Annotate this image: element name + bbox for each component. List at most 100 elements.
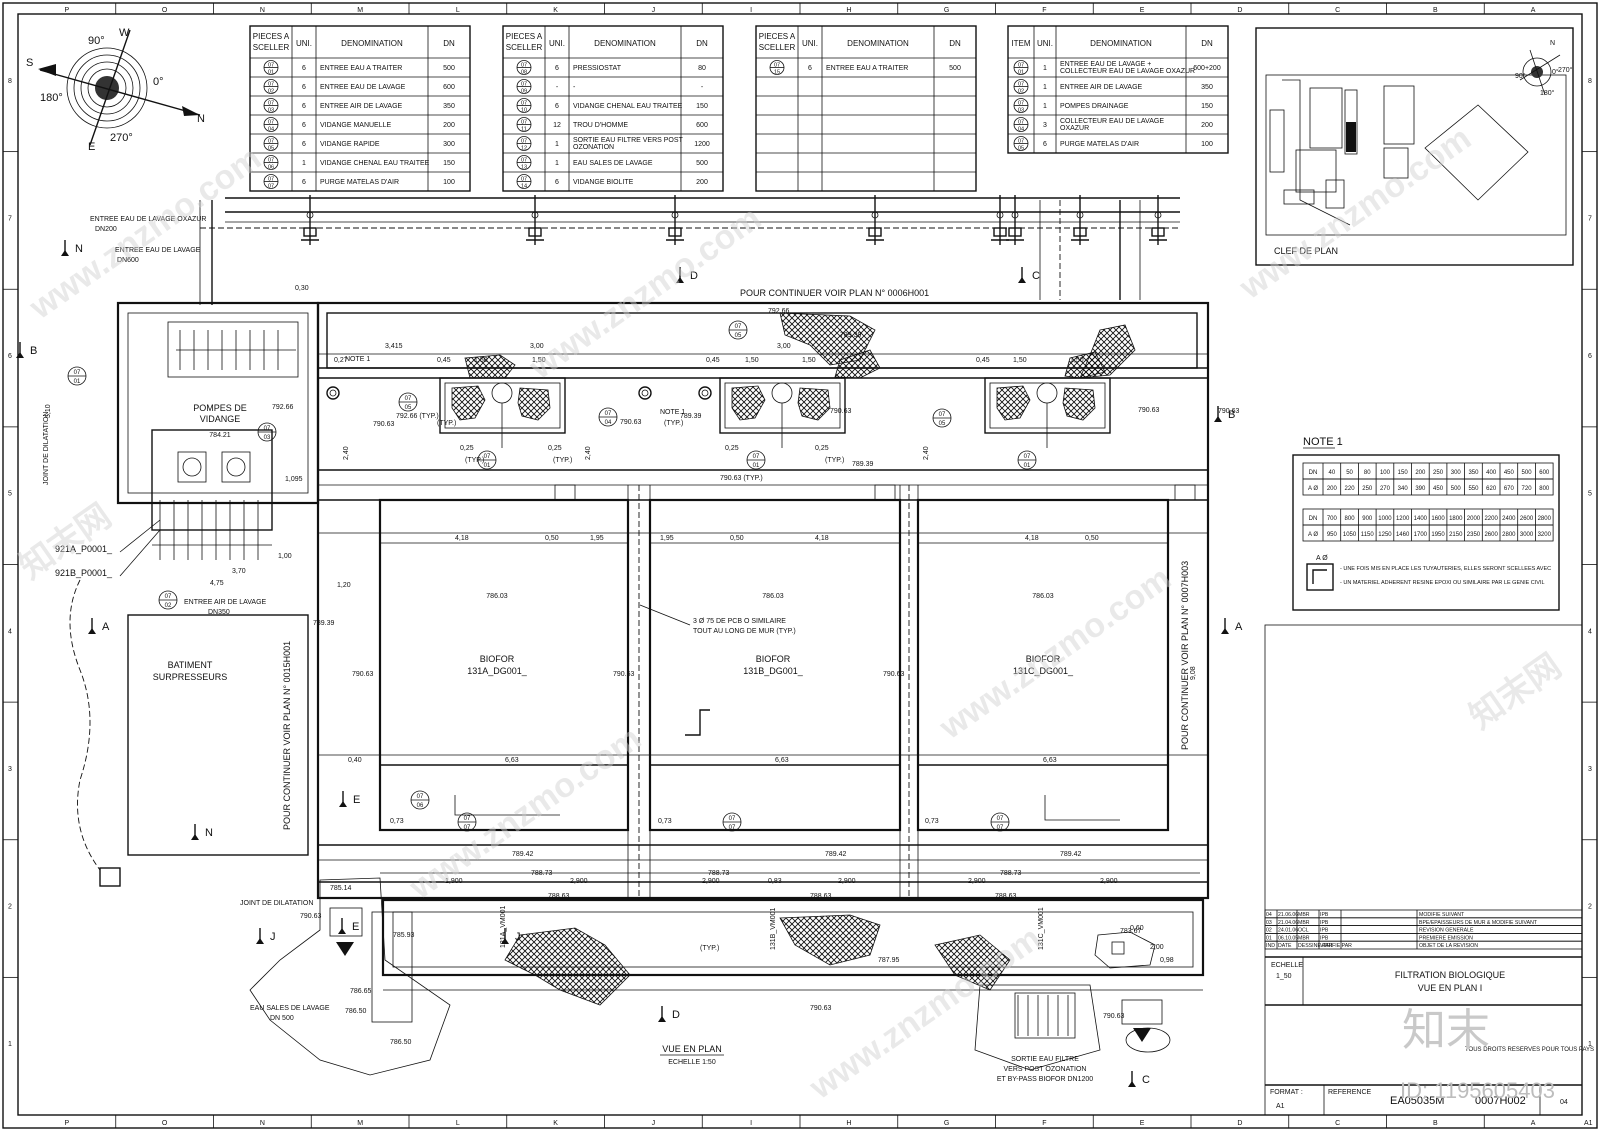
- level-l78863c: 788.63: [995, 893, 1017, 900]
- level-l78942b: 789.42: [825, 851, 847, 858]
- table-0-header-2: DENOMINATION: [341, 39, 403, 48]
- table-1-header-3: DN: [696, 39, 708, 48]
- table-1-row-2-tag-b: 10: [521, 108, 527, 114]
- table-1-header-2: DENOMINATION: [594, 39, 656, 48]
- note1-row-1-val-3: 270: [1380, 486, 1391, 492]
- key-plan-title: CLEF DE PLAN: [1274, 246, 1338, 256]
- tag-bubble-8-b: 01: [1024, 463, 1031, 469]
- key-compass-0: 0°: [1552, 68, 1559, 76]
- table-1-row-1-tag-a: 07: [521, 82, 527, 88]
- level-l78650b: 786.50: [390, 1039, 412, 1046]
- table-3-row-3-col-3: 200: [1201, 122, 1213, 129]
- tag-bubble-12-a: 07: [997, 816, 1004, 822]
- grid-col-bottom-N: N: [260, 1120, 265, 1127]
- table-1-header-0-a: PIECES A: [506, 32, 543, 41]
- dim-d098: 0,98: [1160, 957, 1174, 964]
- tag-bubble-11-a: 07: [729, 816, 736, 822]
- batiment-label-1: BATIMENT: [168, 660, 213, 670]
- table-3-row-1-col-1: 1: [1043, 84, 1047, 91]
- tag-bubble-10-a: 07: [464, 816, 471, 822]
- note1-row-2-val-4: 1200: [1396, 516, 1410, 522]
- pompes-label-1: POMPES DE: [193, 403, 247, 413]
- table-0-row-6-tag-b: 07: [268, 184, 274, 190]
- note1-row-2-val-0: 700: [1327, 516, 1338, 522]
- dim-d195b: 1,95: [660, 535, 674, 542]
- table-0-row-5-col-3: 150: [443, 160, 455, 167]
- dim-d2900e: 2,900: [1100, 878, 1118, 885]
- section-mark-a-0: A: [102, 621, 110, 633]
- compass-180: 180°: [40, 92, 63, 104]
- table-3-header-0: ITEM: [1011, 39, 1030, 48]
- revision-row-0-col-2: MBR: [1298, 912, 1310, 918]
- dim-d050a: 0,50: [545, 535, 559, 542]
- table-0-row-2-denom: ENTREE AIR DE LAVAGE: [320, 103, 403, 110]
- concrete-hatch-top-4: [834, 349, 881, 379]
- table-0-row-3-denom: VIDANGE MANUELLE: [320, 122, 392, 129]
- format-label: FORMAT :: [1270, 1089, 1303, 1096]
- level-l78939b: 789.39: [313, 620, 335, 627]
- plan-number: 0007H002: [1475, 1095, 1526, 1107]
- revision-row-0-col-1: 21.06.06: [1278, 912, 1298, 918]
- table-1-row-4-tag-b: 12: [521, 146, 527, 152]
- table-0-header-3: DN: [443, 39, 455, 48]
- note1-row-2-val-6: 1600: [1431, 516, 1445, 522]
- table-1-row-2-denom: VIDANGE CHENAL EAU TRAITEE: [573, 103, 683, 110]
- grid-col-top-L: L: [456, 7, 460, 14]
- item-tag-bubbles: 0705070107030705070407050701070107010706…: [67, 320, 1037, 952]
- key-compass-n: N: [1550, 40, 1555, 47]
- dim-d200: 2,00: [1150, 944, 1164, 951]
- revision-row-2-col-3: IPB: [1320, 928, 1329, 934]
- main-plan: POMPES DE VIDANGE 784.21 BATIMENT SURPRE…: [16, 195, 1243, 1087]
- level-l79063k: 790.63: [830, 408, 852, 415]
- grid-row-left-4: 4: [8, 628, 12, 635]
- level-l79063d: 790.63 (TYP.): [720, 475, 763, 482]
- drawing-title-1: FILTRATION BIOLOGIQUE: [1395, 970, 1505, 980]
- table-3-row-3-col-1: 3: [1043, 122, 1047, 129]
- compass-w: W: [119, 27, 130, 39]
- note1-row-1-val-2: 250: [1362, 486, 1373, 492]
- table-3-row-0-denom: ENTREE EAU DE LAVAGE +: [1060, 61, 1151, 68]
- table-0-row-5-tag-a: 07: [268, 158, 274, 164]
- section-mark-d-6: D: [690, 270, 698, 282]
- grid-row-right-3: 3: [1588, 766, 1592, 773]
- key-compass-90: 90°: [1515, 72, 1526, 80]
- note1-row-3-val-11: 3000: [1520, 532, 1534, 538]
- grid-col-top-J: J: [652, 7, 656, 14]
- revision-row-1-col-0: 03: [1266, 920, 1272, 926]
- table-0-row-5-tag-b: 06: [268, 165, 274, 171]
- concrete-hatch-bottom-1: [504, 927, 631, 1006]
- dim-d150f: 1,50: [1070, 357, 1084, 364]
- pcb-note-2: TOUT AU LONG DE MUR (TYP.): [693, 628, 796, 635]
- revision-row-4-col-2: DESSINE PAR: [1298, 943, 1333, 949]
- tag-bubble-3-b: 05: [405, 405, 412, 411]
- level-l78939a: 789.39: [840, 332, 862, 339]
- dim-d025a: 0,25: [460, 445, 474, 452]
- tag-bubble-2-a: 07: [264, 426, 271, 432]
- level-l78795: 787.95: [878, 957, 900, 964]
- grid-col-top-G: G: [944, 7, 949, 14]
- table-3-row-2-denom: POMPES DRAINAGE: [1060, 103, 1129, 110]
- note-1-ref: NOTE 1: [345, 356, 370, 363]
- table-0-row-3-col-3: 200: [443, 122, 455, 129]
- note-1-ref-2: NOTE 1: [660, 409, 685, 416]
- revision-row-2-col-1: 24.01.06: [1278, 928, 1298, 934]
- grid-row-right-6: 6: [1588, 353, 1592, 360]
- tag-bubble-13-b: 02: [165, 603, 172, 609]
- dim-d050c: 0,50: [1085, 535, 1099, 542]
- compass-rose: 90° W S 0° N 180° E 270°: [26, 27, 205, 153]
- watermark-brand-2: 知末网: [1463, 647, 1568, 737]
- table-1-row-2-col-1: 6: [555, 103, 559, 110]
- entree-oxazur-dn: DN200: [95, 226, 117, 233]
- table-1-row-0-tag-a: 07: [521, 63, 527, 69]
- compass-90: 90°: [88, 35, 105, 47]
- note1-row-0-label: DN: [1309, 470, 1318, 476]
- table-1-row-5-denom: EAU SALES DE LAVAGE: [573, 160, 653, 167]
- revision-row-4-col-4: OBJET DE LA REVISION: [1419, 943, 1478, 949]
- table-0-row-4-tag-a: 07: [268, 139, 274, 145]
- table-1-row-6-tag-a: 07: [521, 177, 527, 183]
- note1-row-3-val-9: 2600: [1484, 532, 1498, 538]
- note1-row-1-val-8: 550: [1468, 486, 1479, 492]
- pcb-note-1: 3 Ø 75 DE PCB O SIMILAIRE: [693, 618, 786, 625]
